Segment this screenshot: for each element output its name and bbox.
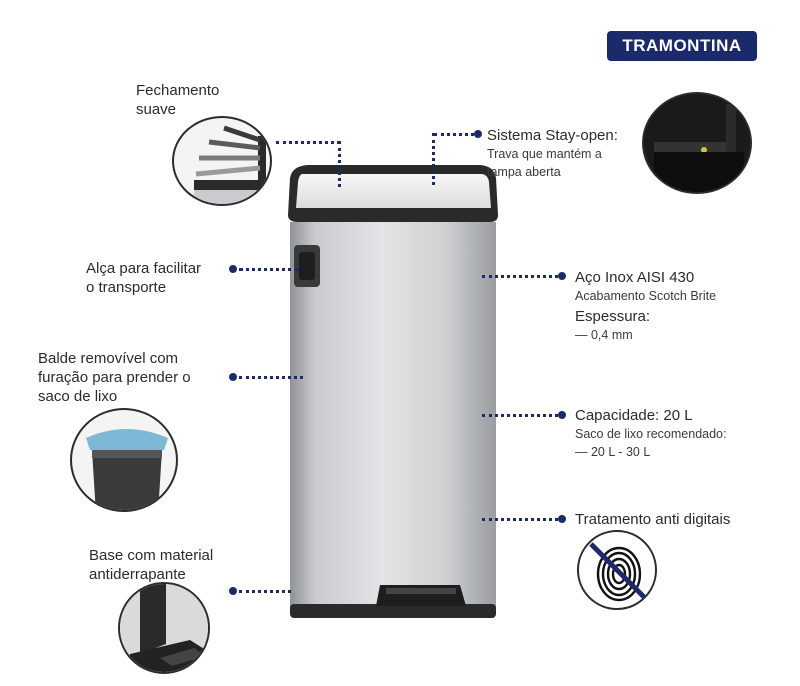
node-capacity xyxy=(558,411,566,419)
stay-open-lid-icon xyxy=(642,92,752,194)
handle-line2: o transporte xyxy=(86,279,167,296)
soft-close-line2: suave xyxy=(136,101,177,118)
stay-open-title: Sistema Stay-open: xyxy=(487,127,618,144)
capacity-label: Capacidade: 20 L Saco de lixo recomendad… xyxy=(575,406,726,461)
fingerprint-label: Tratamento anti digitais xyxy=(575,510,730,529)
node-bucket xyxy=(229,373,237,381)
node-handle xyxy=(229,265,237,273)
steel-title: Aço Inox AISI 430 xyxy=(575,269,695,286)
connector-soft-close-v xyxy=(338,141,341,187)
bucket-line3: saco de lixo xyxy=(38,388,118,405)
connector-stay-open-v xyxy=(432,133,435,185)
handle-label: Alça para facilitar o transporte xyxy=(86,259,201,297)
fingerprint-title: Tratamento anti digitais xyxy=(575,511,731,528)
steel-sub: Acabamento Scotch Brite xyxy=(575,289,717,303)
connector-fingerprint xyxy=(482,518,558,521)
base-icon xyxy=(118,582,210,674)
stay-open-sub2: tampa aberta xyxy=(487,165,561,179)
capacity-title: Capacidade: 20 L xyxy=(575,407,693,424)
connector-bucket xyxy=(239,376,303,379)
node-fingerprint xyxy=(558,515,566,523)
connector-capacity xyxy=(482,414,558,417)
base-line1: Base com material xyxy=(89,547,214,564)
capacity-sub2: — 20 L - 30 L xyxy=(575,445,651,459)
connector-soft-close xyxy=(276,141,340,144)
node-base xyxy=(229,587,237,595)
connector-base xyxy=(239,590,291,593)
bucket-line1: Balde removível com xyxy=(38,350,179,367)
node-stay-open xyxy=(474,130,482,138)
handle-line1: Alça para facilitar xyxy=(86,260,202,277)
node-steel xyxy=(558,272,566,280)
connector-steel xyxy=(482,275,558,278)
steel-thickness-value: — 0,4 mm xyxy=(575,328,633,342)
base-line2: antiderrapante xyxy=(89,566,186,583)
bucket-line2: furação para prender o xyxy=(38,369,191,386)
capacity-sub1: Saco de lixo recomendado: xyxy=(575,427,727,441)
stay-open-sub1: Trava que mantém a xyxy=(487,147,602,161)
stay-open-label: Sistema Stay-open: Trava que mantém a ta… xyxy=(487,126,618,181)
base-label: Base com material antiderrapante xyxy=(89,546,213,584)
soft-close-lid-icon xyxy=(172,116,272,206)
fingerprint-icon xyxy=(577,530,657,610)
connector-stay-open xyxy=(434,133,474,136)
bucket-label: Balde removível com furação para prender… xyxy=(38,349,191,406)
steel-thickness-title: Espessura: xyxy=(575,308,651,325)
soft-close-line1: Fechamento xyxy=(136,82,220,99)
steel-label: Aço Inox AISI 430 Acabamento Scotch Brit… xyxy=(575,268,716,344)
connector-handle xyxy=(239,268,299,271)
soft-close-label: Fechamento suave xyxy=(136,81,219,119)
brand-logo: TRAMONTINA xyxy=(607,31,757,61)
trash-can-illustration xyxy=(288,165,498,618)
bucket-icon xyxy=(70,408,178,512)
